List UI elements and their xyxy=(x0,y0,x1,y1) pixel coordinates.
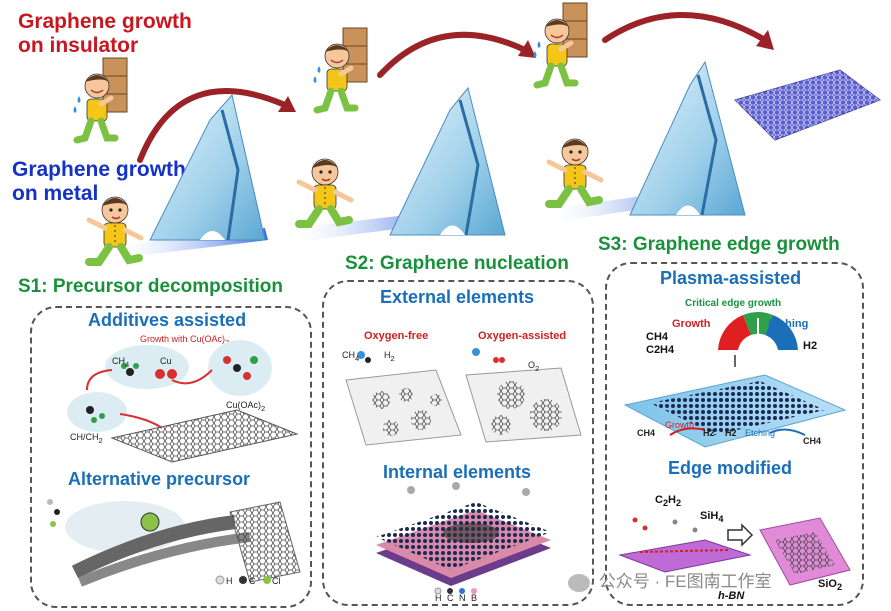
metal-label: Graphene growth on metal xyxy=(12,158,186,205)
growth-label: Growth xyxy=(672,318,711,330)
legend-n: N xyxy=(459,593,466,603)
ch4-label-2: CH4 xyxy=(342,350,360,363)
critical-edge-label: Critical edge growth xyxy=(685,298,782,309)
sih4-label: SiH4 xyxy=(700,510,724,525)
legend-c-2: C xyxy=(447,593,454,603)
c2h4-label: C2H4 xyxy=(646,344,675,356)
h2-label-2: H2 xyxy=(384,350,395,363)
panel-s1 xyxy=(30,306,312,608)
panel-s2 xyxy=(322,280,594,606)
c2h2-label: C2H2 xyxy=(655,494,682,509)
bottom-ch4-label: CH4 xyxy=(637,428,656,438)
ice-mountain-icon xyxy=(629,60,746,216)
bottom-ch4b-label: CH4 xyxy=(803,436,822,446)
plasma-illustration xyxy=(623,355,847,448)
growth-scene xyxy=(0,0,882,250)
insulator-label: Graphene growth on insulator xyxy=(18,10,192,57)
ice-mountain-icon xyxy=(389,86,506,236)
bottom-h2a-label: H2 xyxy=(703,428,715,438)
legend-h: H xyxy=(226,576,233,586)
external-title: External elements xyxy=(380,287,535,307)
sio2-label: SiO2 xyxy=(818,578,843,593)
boy-with-boxes-icon xyxy=(74,58,128,140)
internal-elements-illustration xyxy=(376,482,551,595)
watermark: 公众号 · FE图南工作室 xyxy=(568,567,772,592)
internal-title: Internal elements xyxy=(383,462,532,482)
stage-s2-title: S2: Graphene nucleation xyxy=(345,253,569,274)
legend-b: B xyxy=(471,593,478,603)
edge-title: Edge modified xyxy=(668,458,793,478)
edge-modified-illustration xyxy=(618,517,851,586)
ch4-label: CH4 xyxy=(112,356,130,369)
cuoac-label: Cu(OAc)2 xyxy=(226,400,266,413)
panel-s3 xyxy=(605,262,864,606)
boy-with-boxes-icon xyxy=(314,28,368,110)
o2-label: O2 xyxy=(528,360,540,373)
oxygen-assisted-label: Oxygen-assisted xyxy=(478,330,567,342)
legend-h-2: H xyxy=(435,593,442,603)
additives-illustration xyxy=(67,340,299,463)
running-boy-icon xyxy=(299,159,351,224)
etching-label: Etching xyxy=(768,318,809,330)
stage-s1-title: S1: Precursor decomposition xyxy=(18,276,284,297)
cu-label: Cu xyxy=(160,356,172,366)
legend-c: C xyxy=(249,576,256,586)
stage-s3-title: S3: Graphene edge growth xyxy=(598,234,840,255)
edge-gauge xyxy=(718,312,798,350)
curved-arrows xyxy=(137,12,768,163)
ice-mountain-icon xyxy=(149,93,266,241)
additives-title: Additives assisted xyxy=(88,310,247,330)
running-boy-icon xyxy=(549,139,601,204)
boy-with-boxes-icon xyxy=(534,3,588,85)
bottom-h2b-label: H2 xyxy=(725,428,737,438)
h2-label-3: H2 xyxy=(803,340,818,352)
alternative-title: Alternative precursor xyxy=(68,469,251,489)
alternative-precursor-illustration xyxy=(47,499,301,587)
legend-cl: Cl xyxy=(272,576,281,586)
external-elements-illustration xyxy=(345,348,582,446)
bottom-etching-label: Etching xyxy=(745,428,776,438)
oxygen-free-label: Oxygen-free xyxy=(364,330,429,342)
chch2-label: CH/CH2 xyxy=(70,432,103,445)
wechat-icon xyxy=(568,573,590,592)
hbn-label: h-BN xyxy=(718,590,745,602)
growth-caption: Growth with Cu(OAc)2 xyxy=(140,334,230,347)
ch4-label-3: CH4 xyxy=(646,331,669,343)
plasma-title: Plasma-assisted xyxy=(660,268,802,288)
bottom-growth-label: Growth xyxy=(665,420,695,430)
